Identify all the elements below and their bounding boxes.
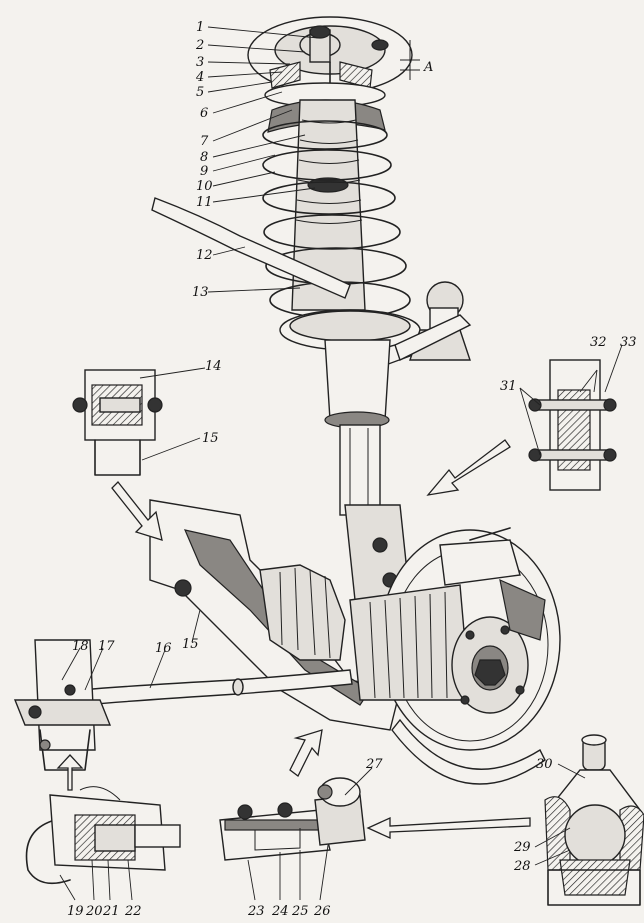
stabilizer-bar-upper xyxy=(151,197,351,299)
callout-7: 7 xyxy=(200,134,209,149)
callout-19: 19 xyxy=(67,904,84,919)
callout-18: 18 xyxy=(72,639,89,654)
hub-and-brake-disc xyxy=(349,527,561,785)
callout-2: 2 xyxy=(195,38,204,53)
callout-6: 6 xyxy=(200,106,208,121)
callout-33: 33 xyxy=(620,335,637,350)
ball-joint-detail-28 xyxy=(544,734,644,906)
callout-29: 29 xyxy=(513,840,531,855)
callout-leaders xyxy=(59,26,623,901)
callout-10: 10 xyxy=(196,179,213,194)
clamp-detail-19 xyxy=(25,786,181,885)
callout-9: 9 xyxy=(200,164,208,179)
arrow-down-right xyxy=(426,439,511,496)
callout-13: 13 xyxy=(192,285,209,300)
cv-joint-boot xyxy=(259,564,346,661)
callout-26: 26 xyxy=(313,904,331,919)
callout-11: 11 xyxy=(196,195,213,210)
callout-23: 23 xyxy=(247,904,265,919)
arrow-down-left xyxy=(111,481,163,541)
callout-14: 14 xyxy=(205,359,222,374)
callout-31: 31 xyxy=(500,379,517,394)
callout-15-upper: 15 xyxy=(202,431,219,446)
callout-21: 21 xyxy=(102,904,120,919)
callout-3: 3 xyxy=(196,55,204,70)
callout-27: 27 xyxy=(365,757,383,772)
callout-20: 20 xyxy=(85,904,103,919)
callout-1: 1 xyxy=(196,20,204,35)
strut-top-mount xyxy=(247,16,420,201)
callout-28: 28 xyxy=(513,859,531,874)
strut-tube xyxy=(324,339,411,601)
callout-5: 5 xyxy=(196,85,204,100)
callout-labels: 1 2 3 4 5 6 7 8 9 10 11 12 13 14 15 15 1… xyxy=(67,20,637,919)
anti-roll-bar xyxy=(79,669,353,706)
callout-22: 22 xyxy=(124,904,142,919)
callout-16: 16 xyxy=(155,641,172,656)
plate-detail-23 xyxy=(219,777,366,861)
callout-4: 4 xyxy=(195,70,204,85)
coil-spring xyxy=(262,82,421,351)
bracket-detail-17 xyxy=(13,639,112,771)
steering-link xyxy=(358,281,472,371)
callout-32: 32 xyxy=(590,335,607,350)
callout-15-lower: 15 xyxy=(182,637,199,652)
arrow-up-center xyxy=(289,729,323,777)
callout-12: 12 xyxy=(196,248,213,263)
callout-A: A xyxy=(423,60,433,75)
bushing-detail-14 xyxy=(72,369,163,476)
arrow-left xyxy=(366,816,531,840)
callout-25: 25 xyxy=(291,904,309,919)
callout-8: 8 xyxy=(200,150,208,165)
callout-24: 24 xyxy=(271,904,289,919)
callout-30: 30 xyxy=(536,757,553,772)
callout-17: 17 xyxy=(98,639,115,654)
arrow-up xyxy=(56,754,84,791)
bolted-joint-detail-31 xyxy=(528,359,617,491)
